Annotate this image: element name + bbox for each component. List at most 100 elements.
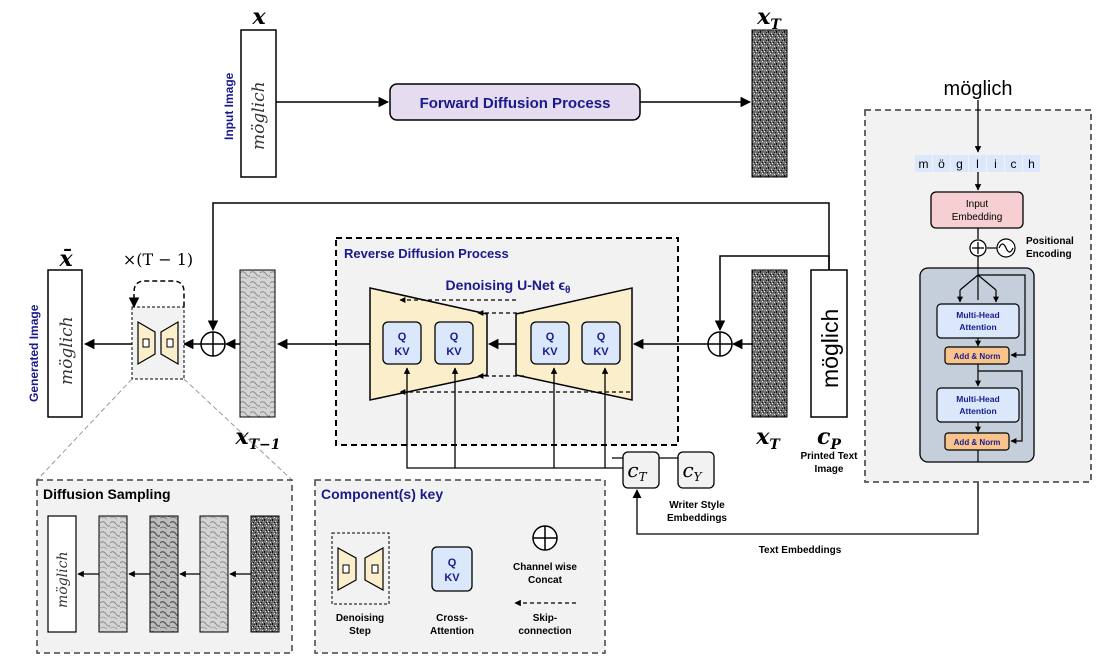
char-token: c — [1011, 157, 1017, 171]
svg-text:Q: Q — [448, 557, 457, 569]
char-token: m — [919, 157, 929, 171]
sine-wave-icon — [996, 238, 1016, 258]
sampling-step-2 — [149, 515, 179, 633]
printed-caption-1: Printed Text — [800, 451, 858, 462]
diffusion-sampling-title: Diffusion Sampling — [43, 486, 171, 502]
svg-text:Q: Q — [597, 331, 606, 343]
key-denoising-2: Step — [349, 626, 371, 637]
char-token-box — [933, 155, 950, 172]
char-token-box — [1023, 155, 1040, 172]
key-denoising-1: Denoising — [336, 613, 384, 624]
char-token-box — [951, 155, 968, 172]
char-token-box — [1005, 155, 1022, 172]
svg-text:KV: KV — [446, 346, 462, 358]
sampling-step-3 — [98, 515, 128, 633]
repeat-loop — [128, 280, 185, 309]
sampling-step-1 — [199, 515, 229, 633]
input-image-word: möglich — [249, 81, 269, 150]
writer-style-1: Writer Style — [669, 500, 725, 511]
svg-text:KV: KV — [394, 346, 410, 358]
key-concat-2: Concat — [528, 575, 563, 586]
char-token-box — [969, 155, 986, 172]
generated-word: möglich — [57, 316, 77, 385]
cy-label: cY — [682, 458, 702, 484]
residual-1 — [978, 274, 1026, 358]
char-token-box — [987, 155, 1004, 172]
generated-image — [47, 269, 83, 418]
x-label: x — [251, 4, 266, 30]
sampling-step-noise — [250, 515, 280, 633]
printed-word: möglich — [817, 309, 843, 388]
key-cross-1: Cross- — [436, 613, 468, 624]
key-denoising-icon — [331, 532, 390, 605]
svg-text:KV: KV — [444, 572, 460, 584]
mha1-input-branches — [959, 268, 997, 300]
positional-label-1: Positional — [1026, 236, 1074, 247]
sampling-step-final — [47, 515, 77, 633]
residual-2 — [978, 370, 1023, 444]
reverse-diffusion-title: Reverse Diffusion Process — [344, 246, 509, 261]
noise-image-top — [751, 29, 788, 178]
xt-right-label: xT — [755, 424, 781, 453]
generated-image-label: Generated Image — [27, 304, 41, 402]
char-token-box — [915, 155, 932, 172]
positional-label-2: Encoding — [1026, 249, 1072, 260]
cross-attention-block-2: Q KV — [434, 321, 474, 365]
zoom-line-left — [36, 378, 133, 481]
cp-label: cP — [817, 424, 841, 453]
svg-text:Q: Q — [450, 331, 459, 343]
mha-1-label-2: Attention — [959, 322, 996, 332]
key-cross-2: Attention — [430, 626, 474, 637]
svg-text:KV: KV — [542, 346, 558, 358]
add-norm-1-label: Add & Norm — [954, 352, 1001, 361]
input-embedding-box — [930, 191, 1024, 229]
xtm1-label: xT−1 — [234, 424, 280, 453]
text-embeddings-label: Text Embeddings — [759, 545, 842, 556]
key-concat-1: Channel wise — [513, 562, 577, 573]
cross-attention-block-3: Q KV — [530, 321, 570, 365]
ct-box — [622, 451, 660, 489]
printed-caption-2: Image — [815, 464, 844, 475]
cp-to-concat-line — [714, 255, 830, 332]
input-embedding-label-2: Embedding — [952, 212, 1003, 223]
add-norm-box-2 — [944, 432, 1010, 451]
cy-box — [677, 451, 715, 489]
printed-text-image — [810, 269, 848, 418]
unet-label: Denoising U-Net ϵθ — [446, 277, 571, 296]
input-image — [240, 29, 277, 178]
xbar-label: x̄ — [58, 246, 73, 272]
denoising-step-block — [131, 306, 185, 380]
cp-top-line — [207, 202, 830, 332]
key-cross-attention-icon: Q KV — [431, 546, 473, 592]
sampling-final-word: möglich — [55, 552, 71, 608]
zoom-line-right — [183, 378, 293, 481]
writer-style-2: Embeddings — [667, 513, 727, 524]
mha-2-label-1: Multi-Head — [956, 394, 999, 404]
char-token: ö — [938, 157, 945, 171]
key-concat-icon — [532, 525, 558, 551]
forward-diffusion-label: Forward Diffusion Process — [420, 95, 611, 112]
input-embedding-label-1: Input — [966, 199, 988, 210]
ct-bus-line — [403, 367, 623, 469]
cross-attention-block-4: Q KV — [581, 321, 621, 365]
key-skip-2: connection — [518, 626, 571, 637]
noise-image-right — [751, 269, 788, 418]
xtm1-image — [239, 269, 276, 418]
input-image-label: Input Image — [222, 72, 236, 140]
encoder-input-word: möglich — [944, 78, 1013, 100]
component-key-title: Component(s) key — [321, 486, 443, 502]
xt-top-label: xT — [756, 4, 782, 33]
svg-text:Q: Q — [398, 331, 407, 343]
svg-text:Q: Q — [546, 331, 555, 343]
repeat-label: ×(T − 1) — [123, 250, 193, 269]
cross-attention-block-1: Q KV — [382, 321, 422, 365]
ct-label: cT — [627, 458, 647, 484]
mha-1-label-1: Multi-Head — [956, 310, 999, 320]
text-embeddings-line — [632, 462, 979, 535]
svg-text:KV: KV — [593, 346, 609, 358]
char-token: l — [976, 157, 979, 171]
char-token: h — [1028, 157, 1035, 171]
char-token: i — [994, 157, 997, 171]
